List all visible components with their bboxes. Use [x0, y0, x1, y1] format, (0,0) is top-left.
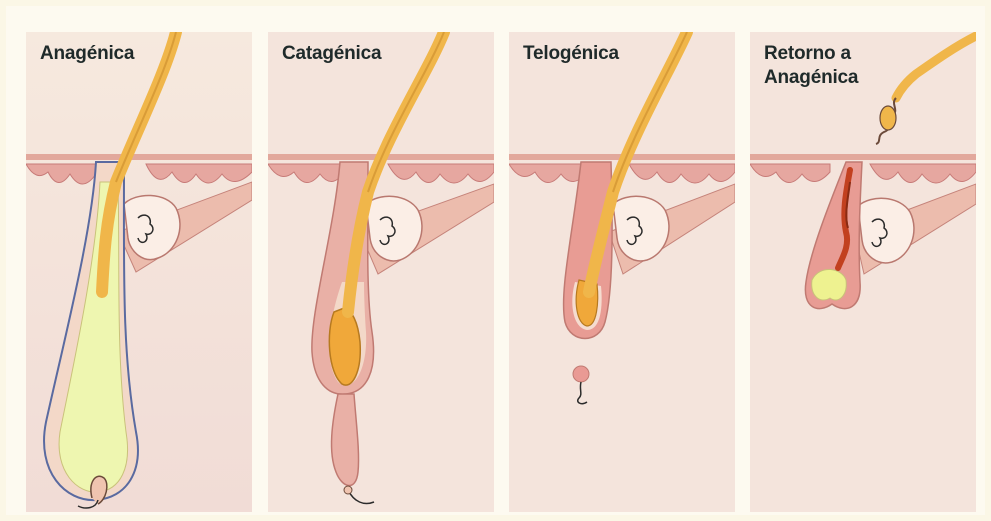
panel-catagen: Catagénica — [268, 32, 494, 512]
stage-label-return-anagen: Retorno a Anagénica — [764, 42, 894, 90]
panel-return-anagen: Retorno a Anagénica — [750, 32, 976, 512]
catagen-illustration — [268, 32, 494, 512]
anagen-illustration — [26, 32, 252, 512]
hair-cycle-figure: Anagénica Catagénica — [6, 6, 985, 515]
panel-telogen: Telogénica — [509, 32, 735, 512]
stage-label-catagen: Catagénica — [282, 42, 381, 66]
panel-anagen: Anagénica — [26, 32, 252, 512]
telogen-illustration — [509, 32, 735, 512]
stage-label-anagen: Anagénica — [40, 42, 134, 66]
stage-label-telogen: Telogénica — [523, 42, 619, 66]
return-anagen-illustration — [750, 32, 976, 512]
